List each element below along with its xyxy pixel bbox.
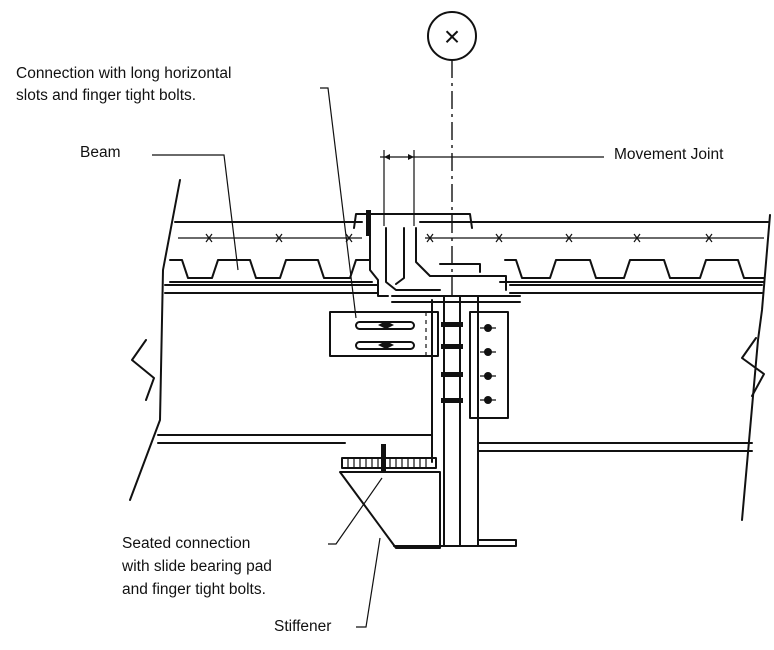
left-break-symbol — [131, 339, 155, 401]
right-break-symbol — [741, 337, 765, 397]
joint-cover-assembly — [353, 210, 521, 303]
joint-cover-plate — [353, 213, 473, 229]
slot-bolt-upper — [378, 321, 394, 329]
label-beam: Beam — [80, 144, 121, 161]
label-seated-line2: with slide bearing pad — [122, 558, 272, 575]
movement-joint-dimension — [380, 150, 604, 226]
seated-connection — [339, 444, 441, 549]
leader-connection — [320, 87, 357, 319]
right-edge-form — [415, 227, 507, 291]
shear-tab-plate — [469, 311, 509, 419]
gridline-cross: × — [444, 21, 460, 52]
slide-bearing-pad — [341, 457, 437, 469]
right-seat-angle — [439, 263, 481, 273]
slot-bolt-lower — [378, 341, 394, 349]
leader-stiffener — [356, 537, 381, 628]
left-beam — [129, 179, 433, 501]
left-pour-stop — [385, 227, 441, 291]
slotted-plate — [329, 311, 439, 357]
seat-bolt — [381, 444, 386, 472]
left-deck-flutes — [169, 259, 371, 279]
label-connection-line1: Connection with long horizontal — [16, 65, 232, 82]
label-seated-line3: and finger tight bolts. — [122, 581, 266, 598]
shear-tab-connection — [469, 311, 509, 419]
shear-tab-bolts — [480, 324, 496, 404]
right-metal-deck — [425, 233, 765, 283]
left-break-edge — [129, 179, 181, 501]
right-wire-ties — [426, 233, 713, 243]
left-edge-form — [369, 221, 389, 297]
right-deck-flutes — [504, 259, 765, 279]
column-base-flange — [393, 539, 517, 547]
joint-arrow-right — [408, 154, 414, 160]
bearing-pad-hatch — [347, 458, 427, 468]
left-wire-ties — [205, 233, 353, 243]
gridline-marker: × — [427, 11, 477, 300]
column-flange-left — [443, 295, 461, 547]
leader-seated — [328, 477, 383, 545]
leader-lines — [152, 87, 383, 628]
label-connection-line2: slots and finger tight bolts. — [16, 87, 197, 104]
joint-arrow-left — [384, 154, 390, 160]
right-beam — [419, 214, 771, 521]
cover-bolt — [366, 210, 371, 236]
label-seated-line1: Seated connection — [122, 535, 251, 552]
seat-stiffener — [339, 471, 441, 549]
through-bolts — [441, 322, 463, 403]
left-metal-deck — [169, 233, 373, 283]
slotted-connection — [329, 311, 463, 403]
left-joint-angle — [395, 227, 405, 285]
leader-beam — [152, 154, 239, 271]
label-stiffener: Stiffener — [274, 618, 332, 635]
column — [393, 295, 517, 547]
right-break-edge — [741, 214, 771, 521]
label-movement-joint: Movement Joint — [614, 146, 724, 163]
